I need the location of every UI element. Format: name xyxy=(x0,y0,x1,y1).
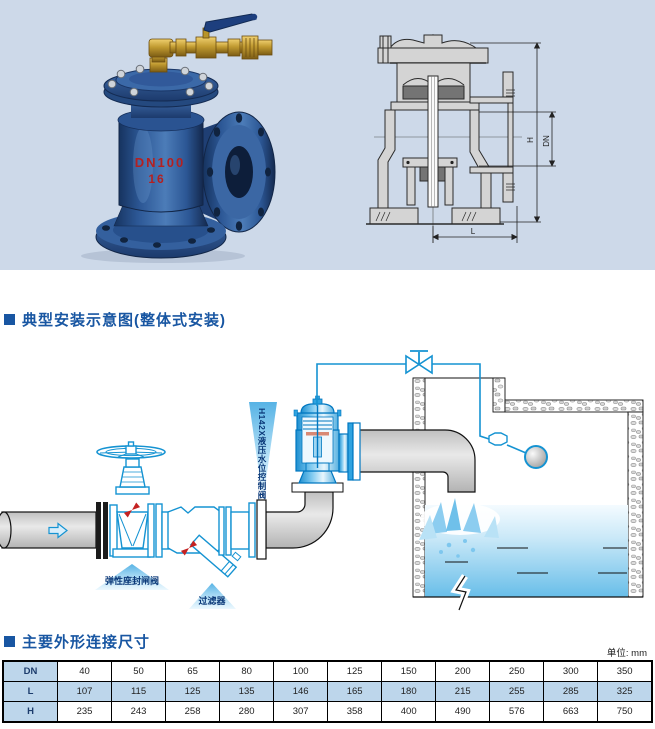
valve-cross-section xyxy=(366,34,522,243)
float-ball xyxy=(524,445,548,469)
section-bullet-icon xyxy=(4,314,15,325)
dimension-value: 165 xyxy=(327,681,383,702)
pilot-cock-icon xyxy=(405,350,433,375)
dimension-value: 235 xyxy=(56,701,113,723)
dimension-value: 663 xyxy=(543,701,599,723)
callout-triangle-strainer xyxy=(189,583,236,609)
dimension-value: 80 xyxy=(219,660,275,682)
row-label: H xyxy=(2,701,58,723)
installation-section-title: 典型安装示意图(整体式安装) xyxy=(4,309,226,330)
product-media-strip: DN100 16 xyxy=(0,0,655,270)
dimension-value: 125 xyxy=(165,681,221,702)
dimension-value: 250 xyxy=(489,660,545,682)
unit-note: 单位: mm xyxy=(606,648,647,659)
section-title-text: 主要外形连接尺寸 xyxy=(22,634,151,651)
dimension-lines xyxy=(432,42,556,243)
tank-top-slab xyxy=(504,399,644,413)
water-tank xyxy=(412,377,644,612)
flow-arrow-inlet xyxy=(48,522,68,539)
dimension-value: 750 xyxy=(597,701,653,723)
dimension-value: 180 xyxy=(381,681,437,702)
section-bullet-icon xyxy=(4,636,15,647)
dimensions-section-title: 主要外形连接尺寸 xyxy=(4,631,150,652)
dimension-value: 300 xyxy=(543,660,599,682)
y-strainer xyxy=(167,499,267,578)
dimension-value: 146 xyxy=(273,681,329,702)
top-cover xyxy=(103,68,219,132)
sensing-line xyxy=(316,363,527,454)
gate-valve xyxy=(96,441,170,559)
dim-label-dn: DN xyxy=(542,135,551,147)
valve-body: DN100 16 xyxy=(118,115,204,213)
dimension-value: 150 xyxy=(381,660,437,682)
dimension-value: 125 xyxy=(327,660,383,682)
dimension-value: 215 xyxy=(435,681,491,702)
row-label: DN xyxy=(2,660,58,682)
dimension-value: 135 xyxy=(219,681,275,702)
callout-strainer-label: 过滤器 xyxy=(198,596,226,606)
callout-triangle-main-valve xyxy=(249,402,277,501)
dimension-value: 65 xyxy=(165,660,221,682)
ball-valve-lever xyxy=(202,13,258,39)
outlet-pipe-elbow xyxy=(357,429,476,493)
dimension-value: 358 xyxy=(327,701,383,723)
callout-gate-valve-label: 弹性座封闸阀 xyxy=(104,576,159,586)
dimension-drawing: H DN L xyxy=(366,34,556,243)
float-linkage-fitting xyxy=(488,432,508,446)
dimension-value: 258 xyxy=(165,701,221,723)
installation-schematic xyxy=(0,350,644,612)
gate-valve-seal-mark xyxy=(123,502,141,518)
angle-valve-photo: DN100 16 xyxy=(81,13,276,263)
tank-left-wall xyxy=(412,377,426,598)
piping xyxy=(0,429,476,549)
section-title-text: 典型安装示意图(整体式安装) xyxy=(22,312,226,329)
callout-main-valve-label: H142X液压水位控制阀 xyxy=(257,408,267,500)
dimension-value: 280 xyxy=(219,701,275,723)
row-label: L xyxy=(2,681,58,702)
dimension-value: 307 xyxy=(273,701,329,723)
water-splash xyxy=(419,498,500,558)
dimension-value: 400 xyxy=(381,701,437,723)
dim-label-h: H xyxy=(526,137,535,143)
strainer-seal-mark xyxy=(180,540,198,556)
cast-mark-dn: DN100 xyxy=(135,155,185,170)
outlet-flange xyxy=(202,111,276,233)
dimension-value: 576 xyxy=(489,701,545,723)
dim-label-l: L xyxy=(471,227,476,236)
installation-diagram: 弹性座封闸阀 过滤器 H142X液压水位控制阀 xyxy=(0,325,655,627)
dimension-value: 350 xyxy=(597,660,653,682)
dimension-value: 200 xyxy=(435,660,491,682)
dimension-value: 243 xyxy=(111,701,167,723)
product-photo: DN100 16 xyxy=(81,13,276,263)
pilot-piping xyxy=(148,35,273,73)
dimension-value: 255 xyxy=(489,681,545,702)
dimension-value: 325 xyxy=(597,681,653,702)
dimension-value: 100 xyxy=(273,660,329,682)
riser-elbow xyxy=(265,491,334,549)
level-control-valve xyxy=(291,395,361,493)
dimension-value: 285 xyxy=(543,681,599,702)
dimension-value: 490 xyxy=(435,701,491,723)
cast-mark-pn: 16 xyxy=(148,172,165,186)
callout-triangle-gate-valve xyxy=(95,564,169,590)
dimension-value: 107 xyxy=(56,681,113,702)
tank-right-wall xyxy=(627,411,644,598)
dimension-value: 50 xyxy=(111,660,167,682)
dimension-value: 40 xyxy=(56,660,113,682)
dimension-value: 115 xyxy=(111,681,167,702)
handwheel-icon xyxy=(96,441,166,459)
water-surface-ripples xyxy=(445,547,627,574)
